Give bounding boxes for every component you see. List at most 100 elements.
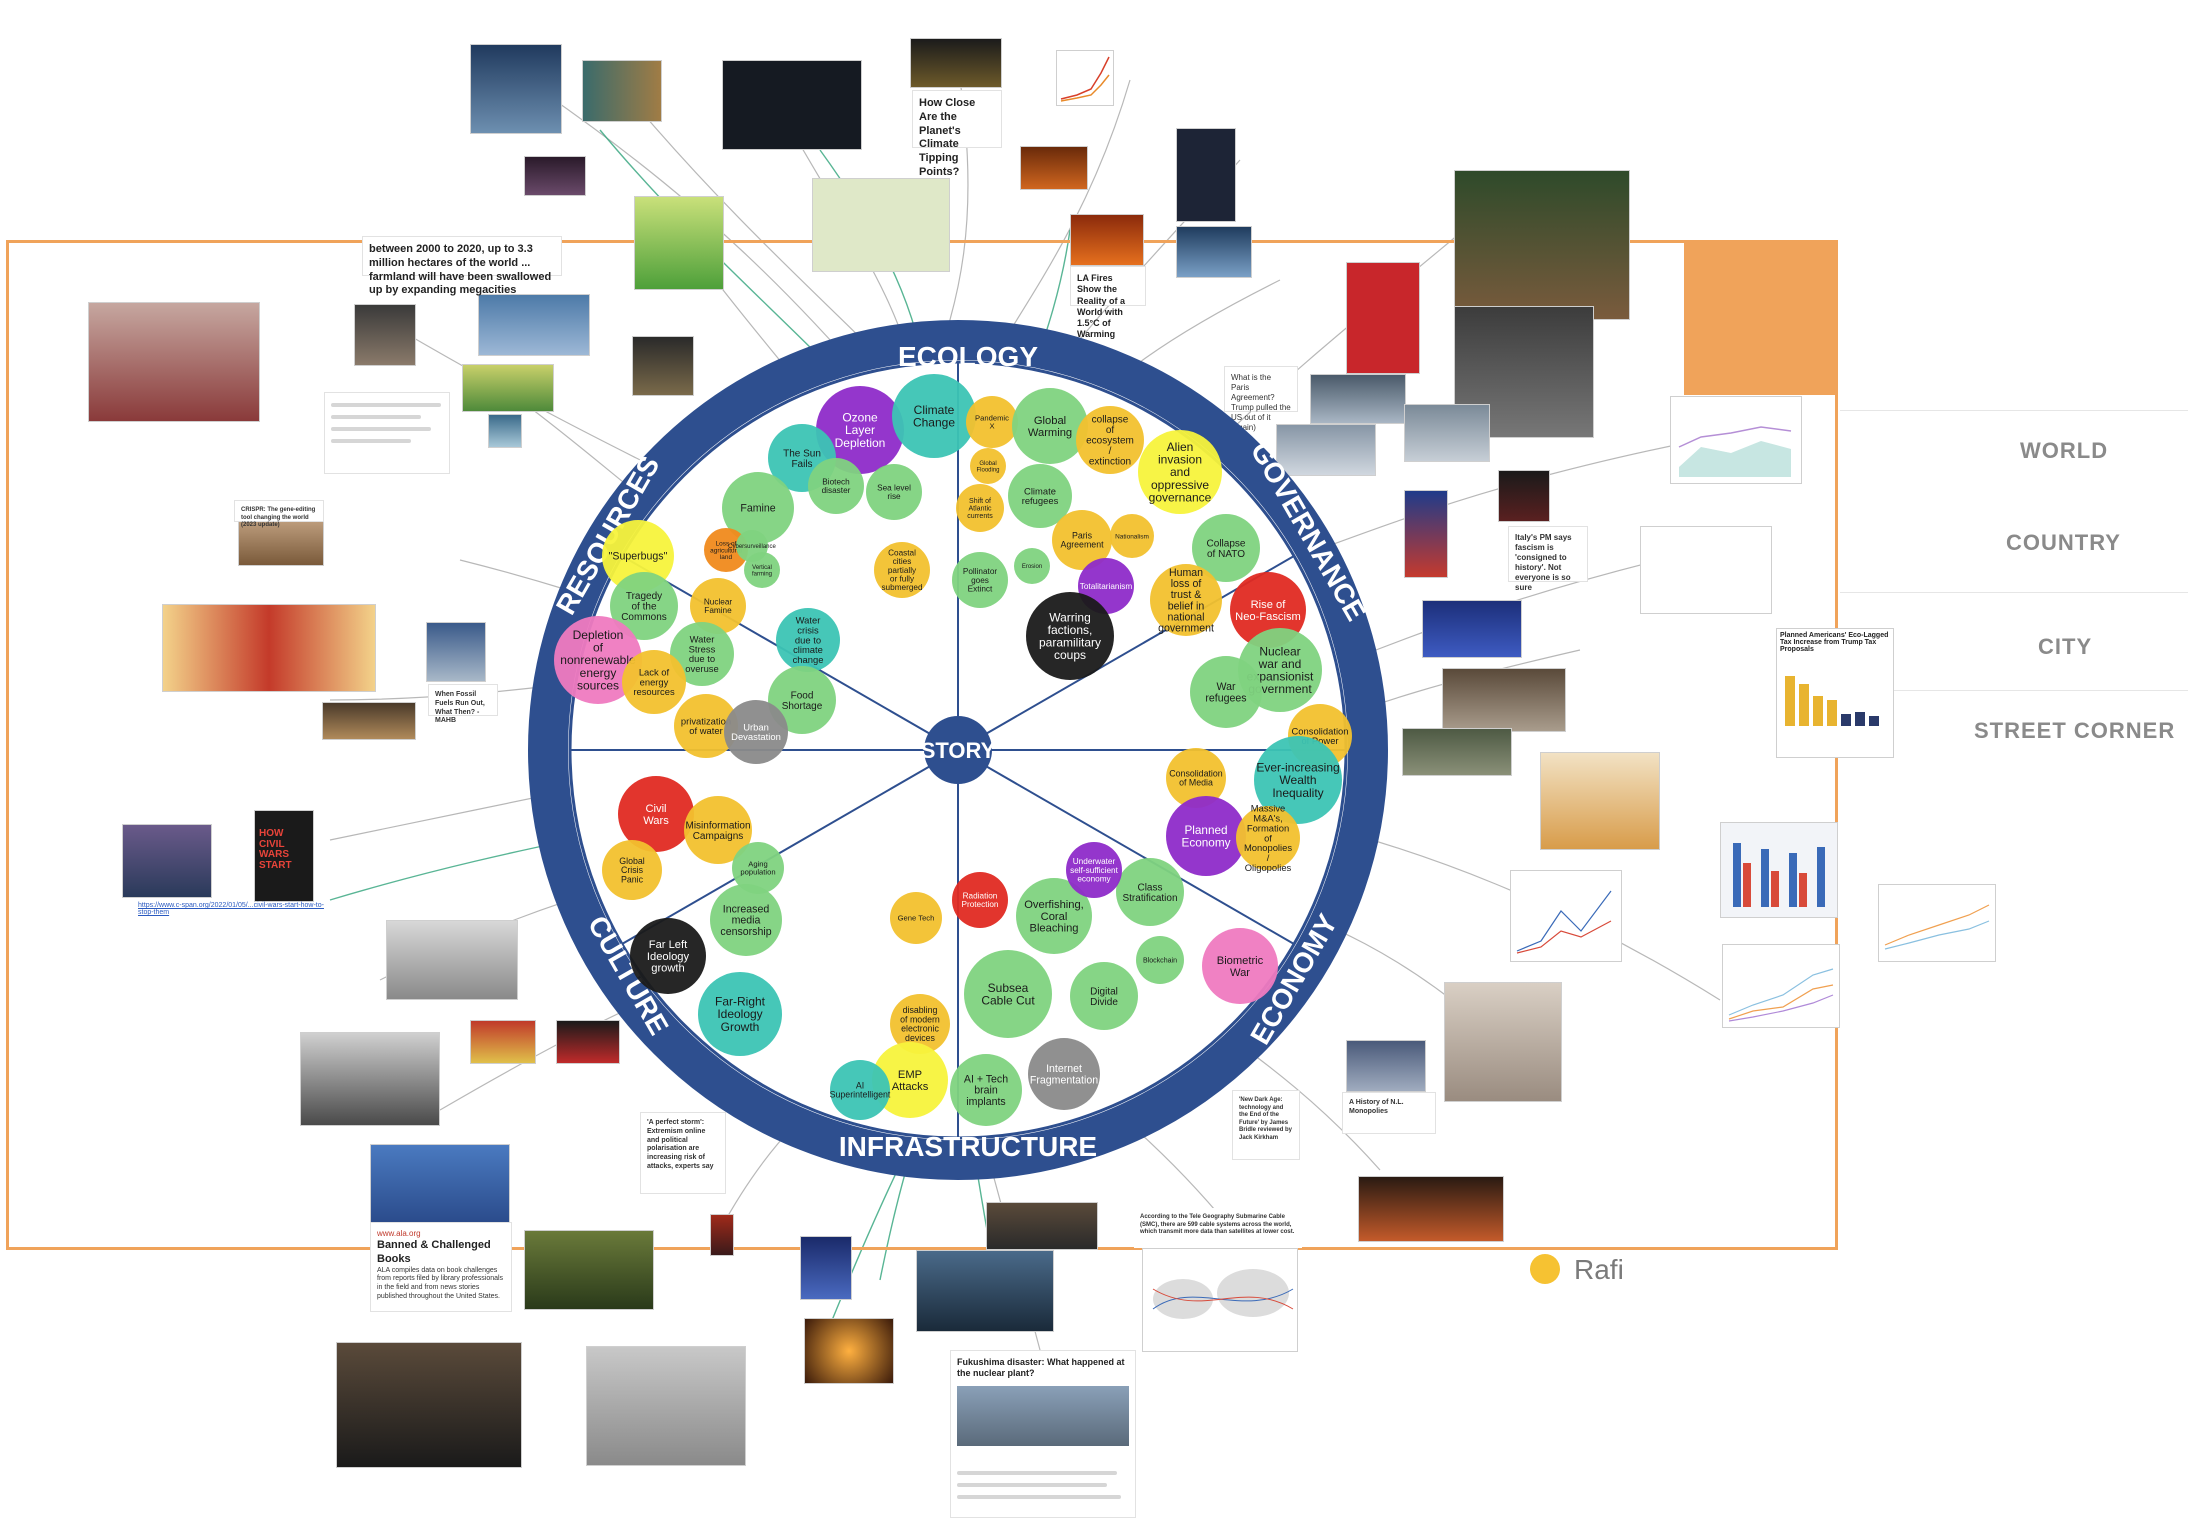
bubble-circle[interactable] <box>602 840 662 900</box>
bubble-circle[interactable] <box>768 666 836 734</box>
photo-card-soldier[interactable] <box>632 336 694 396</box>
bubble-circle[interactable] <box>1012 388 1088 464</box>
civil-wars-link[interactable]: https://www.c-span.org/2022/01/05/...civ… <box>138 902 324 916</box>
photo-card-protest[interactable] <box>1498 470 1550 522</box>
bubble-circle[interactable] <box>1138 430 1222 514</box>
photo-card-civil-wars-book[interactable]: HOW CIVIL WARS START <box>254 810 314 902</box>
photo-card-circuit[interactable] <box>800 1236 852 1300</box>
bubble-circle[interactable] <box>602 520 674 592</box>
bubble-circle[interactable] <box>1008 464 1072 528</box>
photo-card-car[interactable] <box>556 1020 620 1064</box>
photo-card-aliens[interactable] <box>1276 424 1376 476</box>
italy-pm-card[interactable]: Italy's PM says fascism is 'consigned to… <box>1508 526 1588 592</box>
bubble-circle[interactable] <box>618 776 694 852</box>
photo-card-explosion[interactable] <box>916 1250 1054 1332</box>
bubble-circle[interactable] <box>732 842 784 894</box>
bubble-circle[interactable] <box>1026 592 1114 680</box>
photo-card-satellite[interactable] <box>586 1346 746 1466</box>
bubble-circle[interactable] <box>874 542 930 598</box>
bubble-circle[interactable] <box>690 578 746 634</box>
bubble-circle[interactable] <box>704 528 748 572</box>
photo-card-ufo[interactable] <box>1310 374 1406 424</box>
photo-card-landscapes[interactable] <box>582 60 662 122</box>
dark-age-card[interactable]: 'New Dark Age: technology and the End of… <box>1232 1090 1300 1160</box>
cable-map-card[interactable] <box>1142 1248 1298 1352</box>
photo-card-ruins[interactable] <box>1442 668 1566 732</box>
photo-card-power-plant[interactable] <box>426 622 486 682</box>
bubble-circle[interactable] <box>970 448 1006 484</box>
photo-card-night-sky[interactable] <box>910 38 1002 88</box>
multi-line-chart-card[interactable] <box>1722 944 1840 1028</box>
bubble-circle[interactable] <box>890 892 942 944</box>
la-fires-card[interactable]: LA Fires Show the Reality of a World wit… <box>1070 266 1146 339</box>
frame-tab[interactable] <box>1684 240 1838 395</box>
bubble-circle[interactable] <box>610 572 678 640</box>
photo-card-bunker[interactable] <box>336 1342 522 1468</box>
cables-card[interactable]: According to the Tele Geography Submarin… <box>1134 1208 1302 1248</box>
bubble-12[interactable]: Famine <box>722 472 794 544</box>
bubble-circle[interactable] <box>1052 510 1112 570</box>
bubble-circle[interactable] <box>952 552 1008 608</box>
tariff-bar-card[interactable]: Planned Americans' Eco-Lagged Tax Increa… <box>1776 628 1894 758</box>
photo-card-market[interactable] <box>470 1020 536 1064</box>
bubble-circle[interactable] <box>964 950 1052 1038</box>
bubble-63[interactable]: Cybersurveillance <box>728 530 777 562</box>
line-chart-card[interactable] <box>1510 870 1622 962</box>
bubble-circle[interactable] <box>674 694 738 758</box>
photo-card-1984-poster[interactable] <box>1346 262 1420 374</box>
story-hub[interactable] <box>924 716 992 784</box>
bubble-circle[interactable] <box>1202 928 1278 1004</box>
photo-card-solar-flare[interactable] <box>804 1318 894 1384</box>
photo-card-galaxy[interactable] <box>524 156 586 196</box>
bubble-circle[interactable] <box>966 396 1018 448</box>
bubble-circle[interactable] <box>1076 406 1144 474</box>
bubble-45[interactable]: Gene Tech <box>890 892 942 944</box>
bubble-circle[interactable] <box>1070 962 1138 1030</box>
photo-card-climate-chart[interactable] <box>1176 128 1236 222</box>
bubble-circle[interactable] <box>1014 548 1050 584</box>
photo-card-army[interactable] <box>986 1202 1098 1250</box>
bubble-14[interactable]: Nationalism <box>1110 514 1154 558</box>
photo-card-survivor[interactable] <box>1454 170 1630 320</box>
bubble-circle[interactable] <box>1136 936 1184 984</box>
photo-card-lab-meat[interactable] <box>88 302 260 422</box>
photo-card-dna[interactable] <box>488 414 522 448</box>
photo-card-crops[interactable] <box>462 364 554 412</box>
paris-exit-card[interactable]: What is the Paris Agreement? Trump pulle… <box>1224 366 1298 432</box>
photo-card-la-fires[interactable] <box>1070 214 1144 266</box>
bubble-19[interactable]: "Superbugs" <box>602 520 674 592</box>
photo-card-temperature[interactable] <box>470 44 562 134</box>
bubble-54[interactable]: Blockchain <box>1136 936 1184 984</box>
bubble-circle[interactable] <box>1016 878 1092 954</box>
monopolies-card[interactable]: A History of N.L. Monopolies <box>1342 1092 1436 1134</box>
bubble-circle[interactable] <box>670 622 734 686</box>
bubble-circle[interactable] <box>808 458 864 514</box>
photo-card-ufo-2[interactable] <box>1404 404 1490 462</box>
bubble-circle[interactable] <box>1110 514 1154 558</box>
